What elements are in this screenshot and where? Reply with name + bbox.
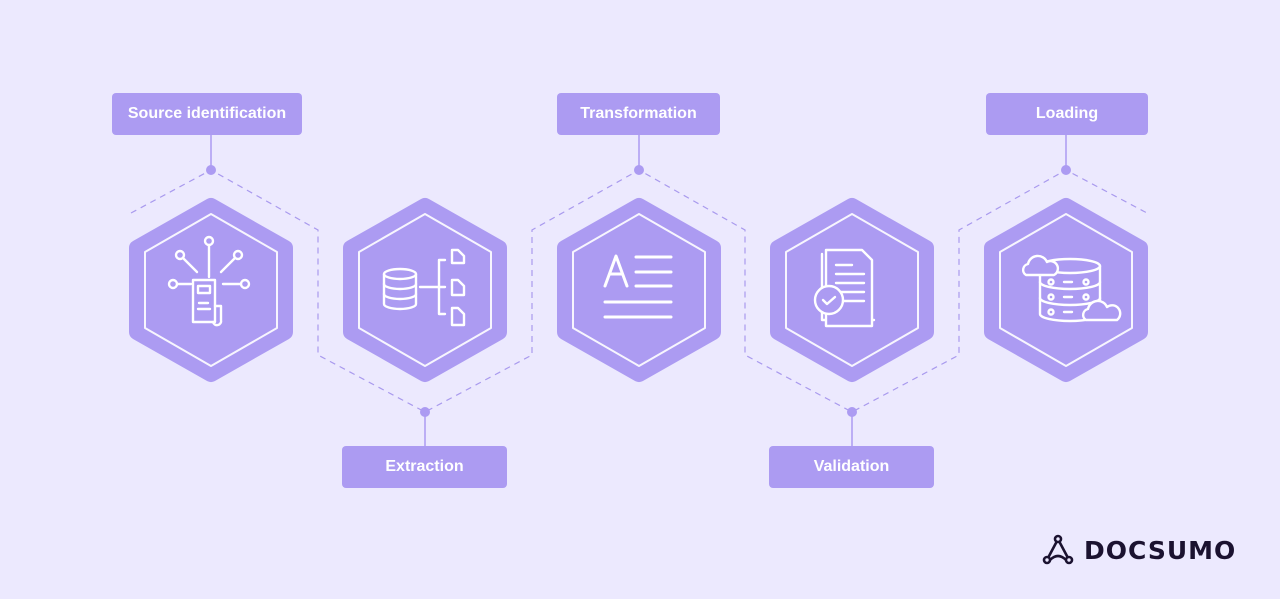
brand-logo: DOCSUMO (1042, 534, 1236, 566)
text-format-icon (603, 254, 673, 319)
hexagon-validation (778, 206, 926, 374)
label-transformation: Transformation (557, 93, 720, 135)
docsumo-logo-icon (1042, 534, 1074, 565)
label-extraction: Extraction (342, 446, 507, 488)
document-check-icon (813, 248, 876, 328)
connector-dot (847, 407, 857, 417)
label-source-identification: Source identification (112, 93, 302, 135)
connector-dot (420, 407, 430, 417)
connector-dot (1061, 165, 1071, 175)
hexagon-source-identification (137, 206, 285, 374)
database-to-documents-icon (382, 248, 466, 327)
database-cloud-icon (1021, 254, 1122, 323)
hexagon-extraction (351, 206, 499, 374)
hexagon-transformation (565, 206, 713, 374)
label-validation: Validation (769, 446, 934, 488)
hexagon-loading (992, 206, 1140, 374)
label-loading: Loading (986, 93, 1148, 135)
brand-name: DOCSUMO (1084, 535, 1237, 565)
connector-dot (634, 165, 644, 175)
connector-dot (206, 165, 216, 175)
document-network-icon (167, 235, 251, 327)
